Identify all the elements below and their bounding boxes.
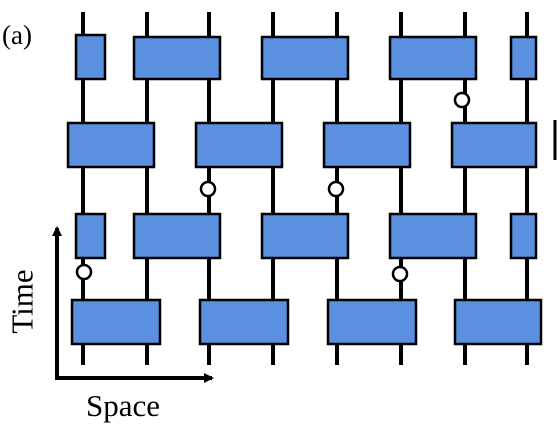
measurement-circle-4 [75,263,93,281]
measurement-circle-1 [453,91,471,109]
gate-layer1-4 [388,35,478,81]
measurements [75,91,471,283]
gate-layer3-1 [74,212,107,260]
gate-layer1-1 [74,33,107,81]
axes [52,226,214,383]
gate-layer2-3 [322,121,412,169]
panel-label: (a) [2,20,32,50]
gate-layer2-2 [194,121,284,169]
gate-layers [66,33,543,346]
gate-layer3-5 [509,212,538,260]
gate-layer3-2 [132,212,222,260]
gate-layer4-2 [198,298,290,346]
gate-layer2-1 [66,121,156,169]
measurement-circle-3 [327,180,345,198]
time-axis-label: Time [4,269,40,334]
gate-layer3-4 [388,212,478,260]
gate-layer4-1 [70,298,162,346]
measurement-circle-2 [199,180,217,198]
gate-layer3-3 [260,212,350,260]
gate-layer1-5 [509,35,538,81]
gate-layer1-3 [260,35,350,81]
space-axis-label: Space [86,388,161,423]
gate-layer4-3 [326,298,418,346]
gate-layer1-2 [132,35,222,81]
gate-layer2-4 [450,121,538,169]
gate-layer4-4 [453,298,543,346]
measurement-circle-5 [391,265,409,283]
